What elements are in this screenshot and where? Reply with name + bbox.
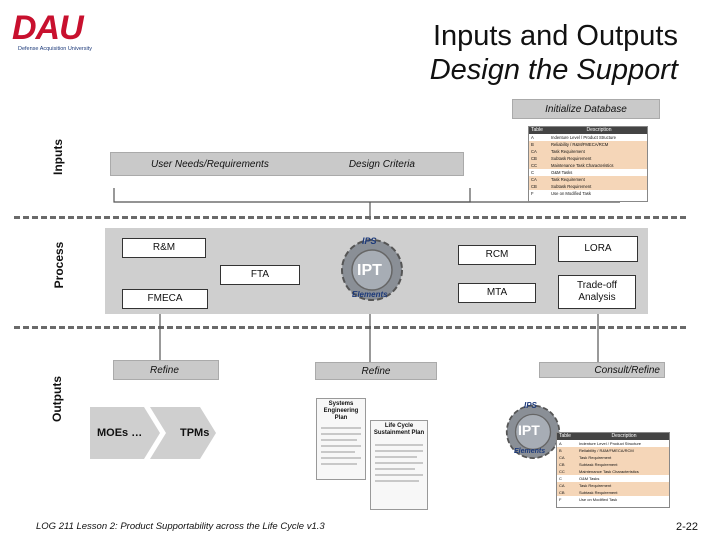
sep-document: Systems Engineering Plan bbox=[316, 398, 366, 480]
moes-tpms-arrows bbox=[90, 407, 216, 459]
fta-box: FTA bbox=[220, 265, 300, 285]
table-cell: Subtask Requirement bbox=[579, 462, 618, 467]
table-cell: Subtask Requirement bbox=[551, 156, 592, 161]
table-cell: B bbox=[531, 142, 534, 147]
table-cell: C bbox=[559, 476, 562, 481]
refine-center-bar: Refine bbox=[315, 362, 437, 380]
separator-top bbox=[14, 216, 686, 219]
table-cell: CB bbox=[559, 490, 565, 495]
database-table-output: Table Description A Indenture Level / Pro… bbox=[556, 432, 670, 508]
ips-gear-icon-output bbox=[505, 404, 561, 459]
table-cell: Task Requirement bbox=[579, 455, 612, 460]
consult-refine-bar: Consult/Refine bbox=[539, 362, 665, 378]
table-cell: Reliability / R&M/FMECA/RCM bbox=[579, 448, 634, 453]
ips-gear-output-top: IPS bbox=[524, 401, 537, 410]
table-header-table: Table bbox=[531, 127, 543, 133]
table-cell: Task Requirement bbox=[551, 149, 585, 154]
table-cell: CB bbox=[559, 462, 565, 467]
table-cell: CB bbox=[531, 184, 537, 189]
inputs-bar: User Needs/Requirements Design Criteria bbox=[110, 152, 464, 176]
table-cell: Reliability / R&M/FMECA/RCM bbox=[551, 142, 609, 147]
lcsp-title: Life Cycle Sustainment Plan bbox=[373, 423, 425, 436]
table-cell: Indenture Level / Product Structure bbox=[579, 441, 642, 446]
design-criteria-label: Design Criteria bbox=[348, 158, 415, 170]
ips-gear-top: IPS bbox=[362, 236, 377, 246]
ips-gear-output-center: IPT bbox=[518, 422, 540, 438]
page-number: 2-22 bbox=[675, 521, 698, 533]
rcm-box: RCM bbox=[458, 245, 536, 265]
table-cell: CA bbox=[531, 149, 537, 154]
moes-label: MOEs … bbox=[97, 427, 143, 439]
ips-gear-output-bottom: Elements bbox=[514, 448, 546, 455]
lora-box: LORA bbox=[558, 236, 638, 262]
table-cell: F bbox=[559, 497, 562, 502]
table-cell: CA bbox=[531, 177, 537, 182]
table-cell: CB bbox=[531, 156, 537, 161]
user-needs-label: User Needs/Requirements bbox=[151, 158, 269, 170]
table-cell: Maintenance Task Characteristics bbox=[579, 469, 639, 474]
lcsp-document: Life Cycle Sustainment Plan bbox=[370, 420, 428, 510]
table-cell: Maintenance Task Characteristics bbox=[551, 163, 614, 168]
page-title-line1: Inputs and Outputs bbox=[432, 20, 678, 52]
tradeoff-box: Trade-off Analysis bbox=[558, 275, 636, 309]
initialize-database-bar: Initialize Database bbox=[512, 99, 660, 119]
sep-title: Systems Engineering Plan bbox=[323, 401, 359, 421]
document-lines-icon bbox=[321, 427, 361, 465]
table-cell: CA bbox=[559, 455, 565, 460]
table-cell: Task Requirement bbox=[579, 483, 612, 488]
refine-left-label: Refine bbox=[150, 364, 179, 376]
fmeca-box: FMECA bbox=[122, 289, 208, 309]
table-cell: Use on Modified Task bbox=[579, 497, 618, 502]
dau-logo: DAU Defense Acquisition University bbox=[12, 10, 117, 52]
separator-bottom bbox=[14, 326, 686, 329]
table-cell: C bbox=[531, 170, 535, 175]
table-header-description: Description bbox=[586, 127, 612, 133]
output-connectors bbox=[159, 314, 599, 362]
table-cell: O&M Tasks bbox=[551, 170, 573, 175]
table-cell: CC bbox=[559, 469, 565, 474]
table-cell: CC bbox=[531, 163, 538, 168]
table-cell: Use on Modified Task bbox=[551, 191, 591, 196]
refine-left-bar: Refine bbox=[113, 360, 219, 380]
table-header-table: Table bbox=[559, 433, 571, 439]
table-cell: A bbox=[531, 135, 534, 140]
table-cell: F bbox=[531, 191, 534, 196]
table-cell: O&M Tasks bbox=[579, 476, 600, 481]
rm-box: R&M bbox=[122, 238, 206, 258]
table-header-description: Description bbox=[611, 433, 637, 439]
table-cell: Indenture Level / Product Structure bbox=[551, 135, 616, 140]
ips-gear-icon bbox=[341, 239, 403, 301]
logo-text: DAU bbox=[12, 9, 84, 47]
row-label-process: Process bbox=[52, 241, 66, 289]
table-cell: Subtask Requirement bbox=[579, 490, 618, 495]
table-cell: A bbox=[559, 441, 562, 446]
database-table: Table Description A Indenture Level / Pro… bbox=[528, 126, 648, 202]
document-lines-icon bbox=[375, 444, 423, 482]
tpms-label: TPMs bbox=[180, 427, 210, 439]
mta-box: MTA bbox=[458, 283, 536, 303]
table-cell: CA bbox=[559, 483, 565, 488]
row-label-inputs: Inputs bbox=[51, 139, 65, 175]
footer-text: LOG 211 Lesson 2: Product Supportability… bbox=[36, 521, 325, 532]
page-title-line2: Design the Support bbox=[429, 54, 678, 86]
ips-gear-center: IPT bbox=[357, 262, 382, 279]
table-cell: Subtask Requirement bbox=[551, 184, 592, 189]
logo-subtitle: Defense Acquisition University bbox=[18, 46, 92, 52]
ips-gear-bottom: Elements bbox=[352, 290, 388, 299]
table-cell: Task Requirement bbox=[551, 177, 585, 182]
row-label-outputs: Outputs bbox=[50, 376, 64, 422]
table-cell: B bbox=[559, 448, 562, 453]
